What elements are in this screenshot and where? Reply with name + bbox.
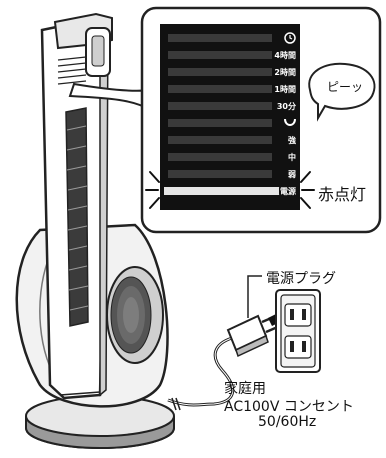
fan-base <box>25 395 175 449</box>
indicator-label: 弱 <box>288 169 296 179</box>
indicator-bar <box>168 85 272 93</box>
indicator-label: 中 <box>288 152 296 162</box>
indicator-label: 電源 <box>280 186 296 196</box>
indicator-bar <box>168 170 272 178</box>
indicator-label: 30分 <box>277 101 296 111</box>
outlet-label-line1: 家庭用 <box>224 381 266 397</box>
clock-icon <box>284 32 296 44</box>
indicator-bar <box>168 119 272 127</box>
indicator-bar <box>168 51 272 59</box>
swing-icon <box>284 118 296 126</box>
wall-outlet <box>275 289 321 373</box>
outlet-label-line3: 50/60Hz <box>258 414 317 430</box>
power-plug <box>226 314 281 358</box>
beep-text: ピーッ <box>327 80 364 94</box>
indicator-label: 強 <box>288 135 296 145</box>
indicator-bar <box>168 68 272 76</box>
plug-label: 電源プラグ <box>266 271 336 287</box>
indicator-label: 4時間 <box>274 50 296 60</box>
indicator-label: 2時間 <box>274 67 296 77</box>
indicator-bar <box>168 136 272 144</box>
fan-tower <box>40 12 113 400</box>
beep-bubble <box>308 62 376 122</box>
indicator-bar <box>168 34 272 42</box>
indicator-bar <box>168 153 272 161</box>
flash-marks <box>145 171 315 209</box>
red-lamp-label: 赤点灯 <box>318 185 367 204</box>
indicator-bar <box>168 102 272 110</box>
plug-leader-line <box>247 275 262 318</box>
indicator-label: 1時間 <box>274 84 296 94</box>
side-grille <box>106 266 164 364</box>
power-lamp-bar <box>164 187 284 195</box>
outlet-label-line2: AC100V コンセント <box>224 399 354 415</box>
